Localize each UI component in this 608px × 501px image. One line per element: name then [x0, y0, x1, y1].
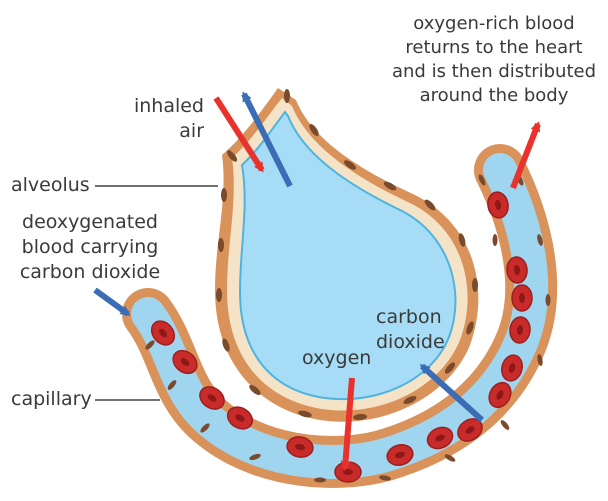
oxygen-rich-blood-label: oxygen-rich blood returns to the heart a… — [380, 12, 608, 108]
oxygen-label: oxygen — [302, 346, 371, 371]
capillary-label: capillary — [11, 387, 92, 412]
carbon-dioxide-label: carbon dioxide — [376, 305, 445, 355]
alveolus-label: alveolus — [11, 173, 90, 198]
deoxygenated-blood-label: deoxygenated blood carrying carbon dioxi… — [6, 210, 174, 285]
alveolus — [215, 88, 478, 422]
deoxygenated-blood-arrow — [95, 290, 128, 314]
inhaled-air-label: inhaled air — [108, 94, 204, 144]
